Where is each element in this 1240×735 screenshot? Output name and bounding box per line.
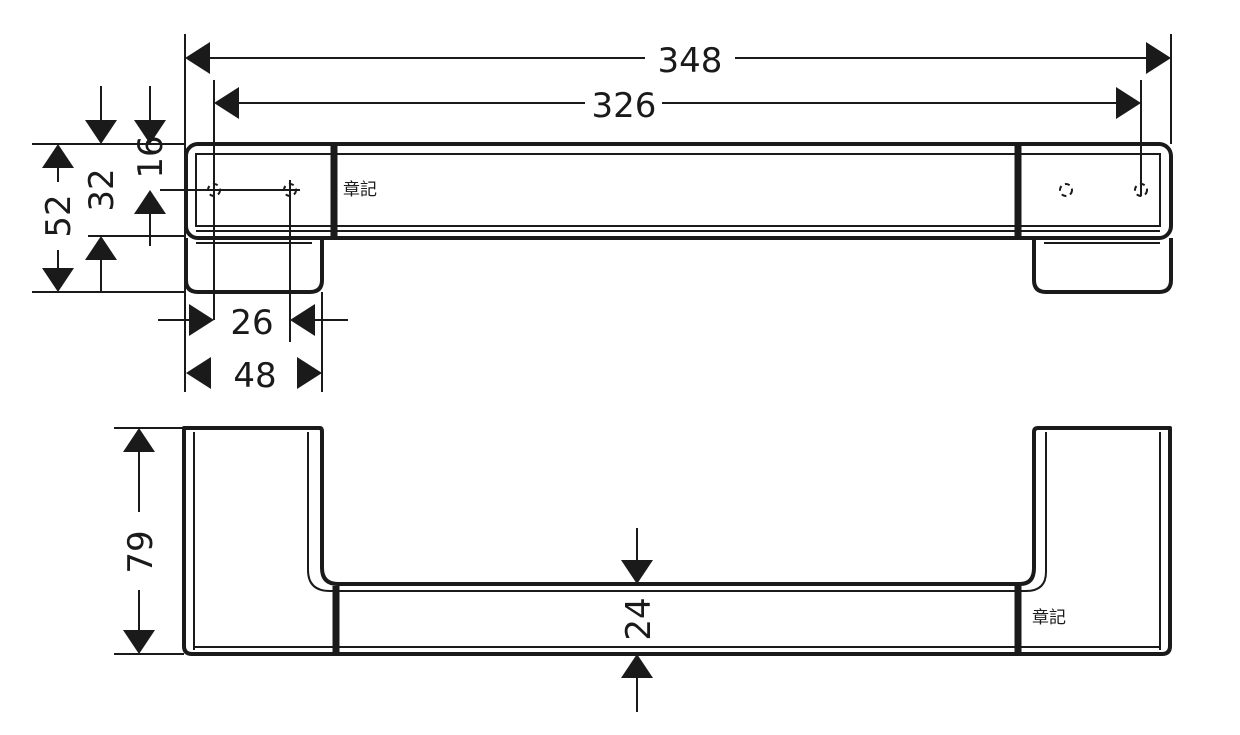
dimension-52: 52 — [32, 143, 186, 293]
mounting-hole-3 — [1059, 183, 1073, 197]
dimension-52-label: 52 — [39, 194, 79, 237]
dimension-24: 24 — [619, 528, 659, 712]
dimension-48: 48 — [186, 356, 322, 396]
side-view: 章記 — [182, 426, 1172, 656]
side-view-outline — [182, 426, 1172, 656]
dimension-16: 16 — [131, 86, 171, 246]
dimension-32: 32 — [82, 86, 186, 292]
dimension-26-label: 26 — [230, 303, 273, 343]
dimension-348-label: 348 — [658, 41, 723, 81]
top-view-foot-left — [184, 238, 324, 294]
top-view-foot-right — [1032, 238, 1173, 294]
dimension-32-label: 32 — [82, 168, 122, 211]
dimension-26: 26 — [158, 303, 348, 343]
dimension-79-label: 79 — [121, 530, 161, 573]
top-view-inner-line — [195, 153, 1161, 227]
note-bottom: 章記 — [1032, 608, 1066, 628]
top-view: 章記 — [160, 80, 1173, 342]
dimension-24-label: 24 — [619, 597, 659, 640]
note-top: 章記 — [343, 180, 377, 200]
dimension-348: 348 — [185, 41, 1171, 81]
dimension-16-label: 16 — [131, 135, 171, 178]
dimension-326: 326 — [214, 86, 1141, 126]
side-view-inner-right — [1025, 432, 1047, 592]
dimension-326-label: 326 — [592, 86, 657, 126]
dimension-79: 79 — [114, 427, 184, 655]
side-view-inner-left — [307, 432, 331, 592]
dimension-48-label: 48 — [233, 356, 276, 396]
